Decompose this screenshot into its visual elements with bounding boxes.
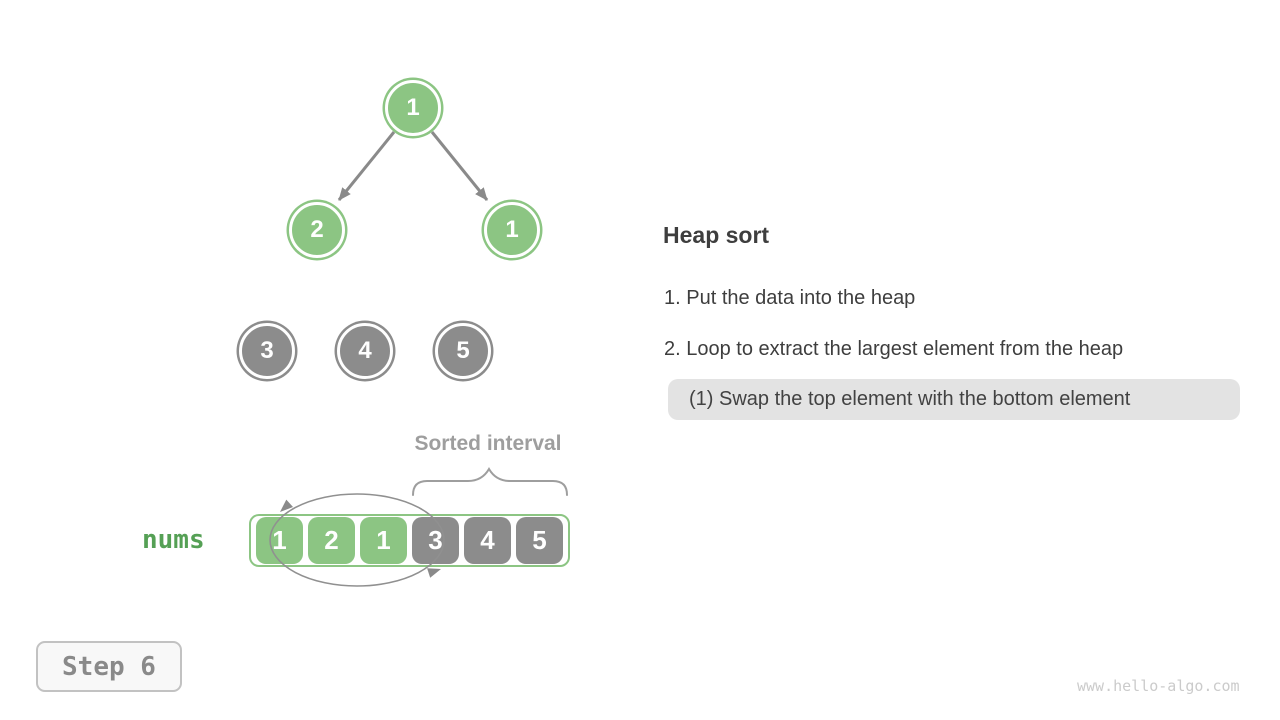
step-badge: Step 6 xyxy=(36,641,182,692)
active-substep-text: (1) Swap the top element with the bottom… xyxy=(689,388,1131,410)
panel-step-1: 1. Put the data into the heap xyxy=(664,287,916,309)
array-cell: 5 xyxy=(516,517,563,564)
tree-node-sorted-5: 5 xyxy=(435,323,491,379)
tree-node-sorted-3: 3 xyxy=(239,323,295,379)
active-substep-highlight: (1) Swap the top element with the bottom… xyxy=(668,379,1240,420)
array-cell: 4 xyxy=(464,517,511,564)
tree-node-value: 4 xyxy=(358,337,372,364)
tree-node-value: 5 xyxy=(456,337,470,364)
array-name-label: nums xyxy=(142,525,205,555)
tree-node-value: 3 xyxy=(260,337,274,364)
array-cell: 1 xyxy=(256,517,303,564)
panel-step-2: 2. Loop to extract the largest element f… xyxy=(664,338,1124,360)
tree-node-sorted-4: 4 xyxy=(337,323,393,379)
tree-node-right-child: 1 xyxy=(484,202,540,258)
array-cell: 1 xyxy=(360,517,407,564)
tree-node-left-child: 2 xyxy=(289,202,345,258)
sorted-interval-label: Sorted interval xyxy=(414,432,562,455)
nums-array: 1 2 1 3 4 5 xyxy=(249,514,570,567)
tree-node-value: 1 xyxy=(406,94,420,121)
site-watermark: www.hello-algo.com xyxy=(1077,677,1240,695)
tree-edge-left-icon xyxy=(337,131,396,201)
panel-heading: Heap sort xyxy=(663,222,770,248)
tree-node-value: 2 xyxy=(310,216,324,243)
tree-node-value: 1 xyxy=(505,216,519,243)
array-cell: 3 xyxy=(412,517,459,564)
tree-edge-right-icon xyxy=(430,131,489,201)
sorted-interval-brace-icon xyxy=(412,467,568,496)
step-badge-label: Step 6 xyxy=(62,651,156,682)
tree-node-root: 1 xyxy=(385,80,441,136)
array-cell: 2 xyxy=(308,517,355,564)
